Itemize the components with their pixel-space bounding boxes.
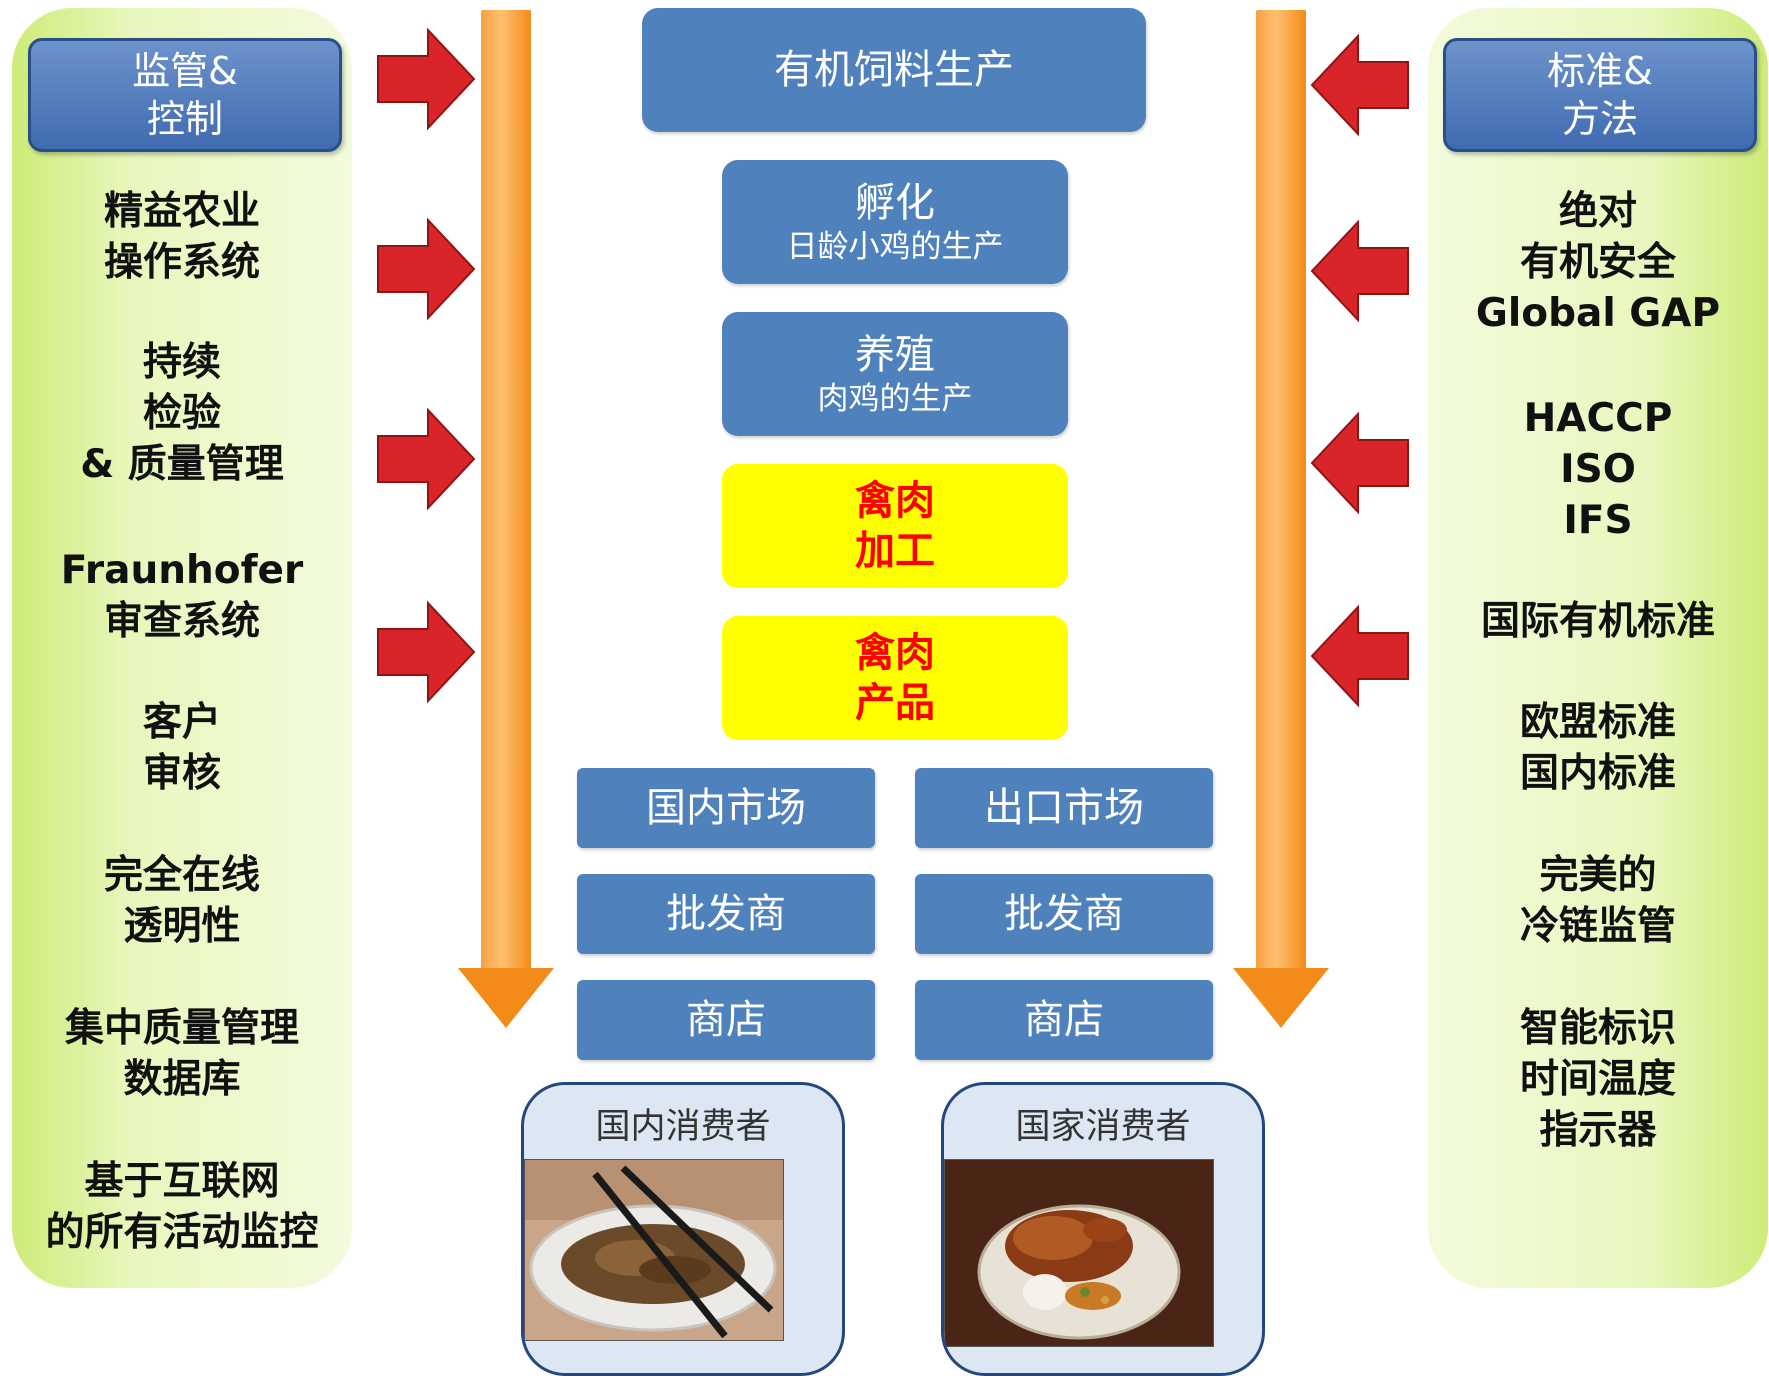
roast-chicken-photo	[944, 1159, 1214, 1347]
arrow-left-icon	[1310, 411, 1409, 515]
wholesaler-right-box: 批发商	[915, 874, 1213, 954]
hatching-subtitle: 日龄小鸡的生产	[786, 229, 1004, 265]
arrow-left-icon	[1310, 219, 1409, 323]
left-item-customer-audit: 客户 审核	[142, 700, 221, 796]
products-label: 禽肉 产品	[855, 630, 935, 726]
store-right-label: 商店	[1024, 997, 1104, 1043]
arrow-left-icon	[1310, 604, 1409, 708]
export-market-label: 出口市场	[984, 785, 1144, 831]
left-item-web-monitoring: 基于互联网 的所有活动监控	[45, 1159, 319, 1255]
left-item-quality-db: 集中质量管理 数据库	[64, 1006, 299, 1102]
arrow-right-icon	[377, 27, 476, 131]
breeding-subtitle: 肉鸡的生产	[817, 381, 973, 417]
right-flow-arrow-head	[1233, 968, 1329, 1028]
right-item-eu-domestic: 欧盟标准 国内标准	[1519, 700, 1676, 796]
left-item-fraunhofer: Fraunhofer 审查系统	[60, 548, 304, 644]
domestic-consumer-label: 国内消费者	[595, 1107, 771, 1147]
left-item-continuous-inspection: 持续 检验 & 质量管理	[80, 340, 284, 487]
export-market-box: 出口市场	[915, 768, 1213, 848]
arrow-left-icon	[1310, 33, 1409, 137]
domestic-market-box: 国内市场	[577, 768, 875, 848]
feed-production-box: 有机饲料生产	[642, 8, 1146, 132]
store-left-box: 商店	[577, 980, 875, 1060]
left-item-lean-agri: 精益农业 操作系统	[103, 189, 260, 285]
breeding-title: 养殖	[855, 332, 935, 378]
products-box: 禽肉 产品	[722, 616, 1068, 740]
hatching-title: 孵化	[855, 180, 935, 226]
feed-production-label: 有机饲料生产	[774, 47, 1014, 93]
national-consumer-card: 国家消费者	[941, 1082, 1265, 1376]
right-item-intl-organic: 国际有机标准	[1480, 599, 1715, 644]
domestic-consumer-card: 国内消费者	[521, 1082, 845, 1376]
left-flow-bar	[481, 10, 531, 970]
right-panel	[1428, 8, 1768, 1288]
noodle-dish-photo	[524, 1159, 784, 1341]
arrow-right-icon	[377, 407, 476, 511]
right-item-haccp-iso-ifs: HACCP ISO IFS	[1523, 396, 1673, 543]
left-panel-header: 监管& 控制	[28, 38, 342, 152]
store-left-label: 商店	[686, 997, 766, 1043]
breeding-box: 养殖 肉鸡的生产	[722, 312, 1068, 436]
arrow-right-icon	[377, 600, 476, 704]
national-consumer-label: 国家消费者	[1015, 1107, 1191, 1147]
wholesaler-right-label: 批发商	[1004, 891, 1124, 937]
right-item-smart-label: 智能标识 时间温度 指示器	[1519, 1006, 1676, 1153]
hatching-box: 孵化 日龄小鸡的生产	[722, 160, 1068, 284]
left-panel	[12, 8, 352, 1288]
left-item-transparency: 完全在线 透明性	[103, 853, 260, 949]
wholesaler-left-label: 批发商	[666, 891, 786, 937]
arrow-right-icon	[377, 217, 476, 321]
domestic-market-label: 国内市场	[646, 785, 806, 831]
right-flow-bar	[1256, 10, 1306, 970]
right-item-cold-chain: 完美的 冷链监管	[1519, 853, 1676, 949]
processing-box: 禽肉 加工	[722, 464, 1068, 588]
left-flow-arrow-head	[458, 968, 554, 1028]
store-right-box: 商店	[915, 980, 1213, 1060]
right-panel-header: 标准& 方法	[1443, 38, 1757, 152]
right-item-organic-safety: 绝对 有机安全 Global GAP	[1475, 189, 1721, 336]
processing-label: 禽肉 加工	[855, 478, 935, 574]
wholesaler-left-box: 批发商	[577, 874, 875, 954]
